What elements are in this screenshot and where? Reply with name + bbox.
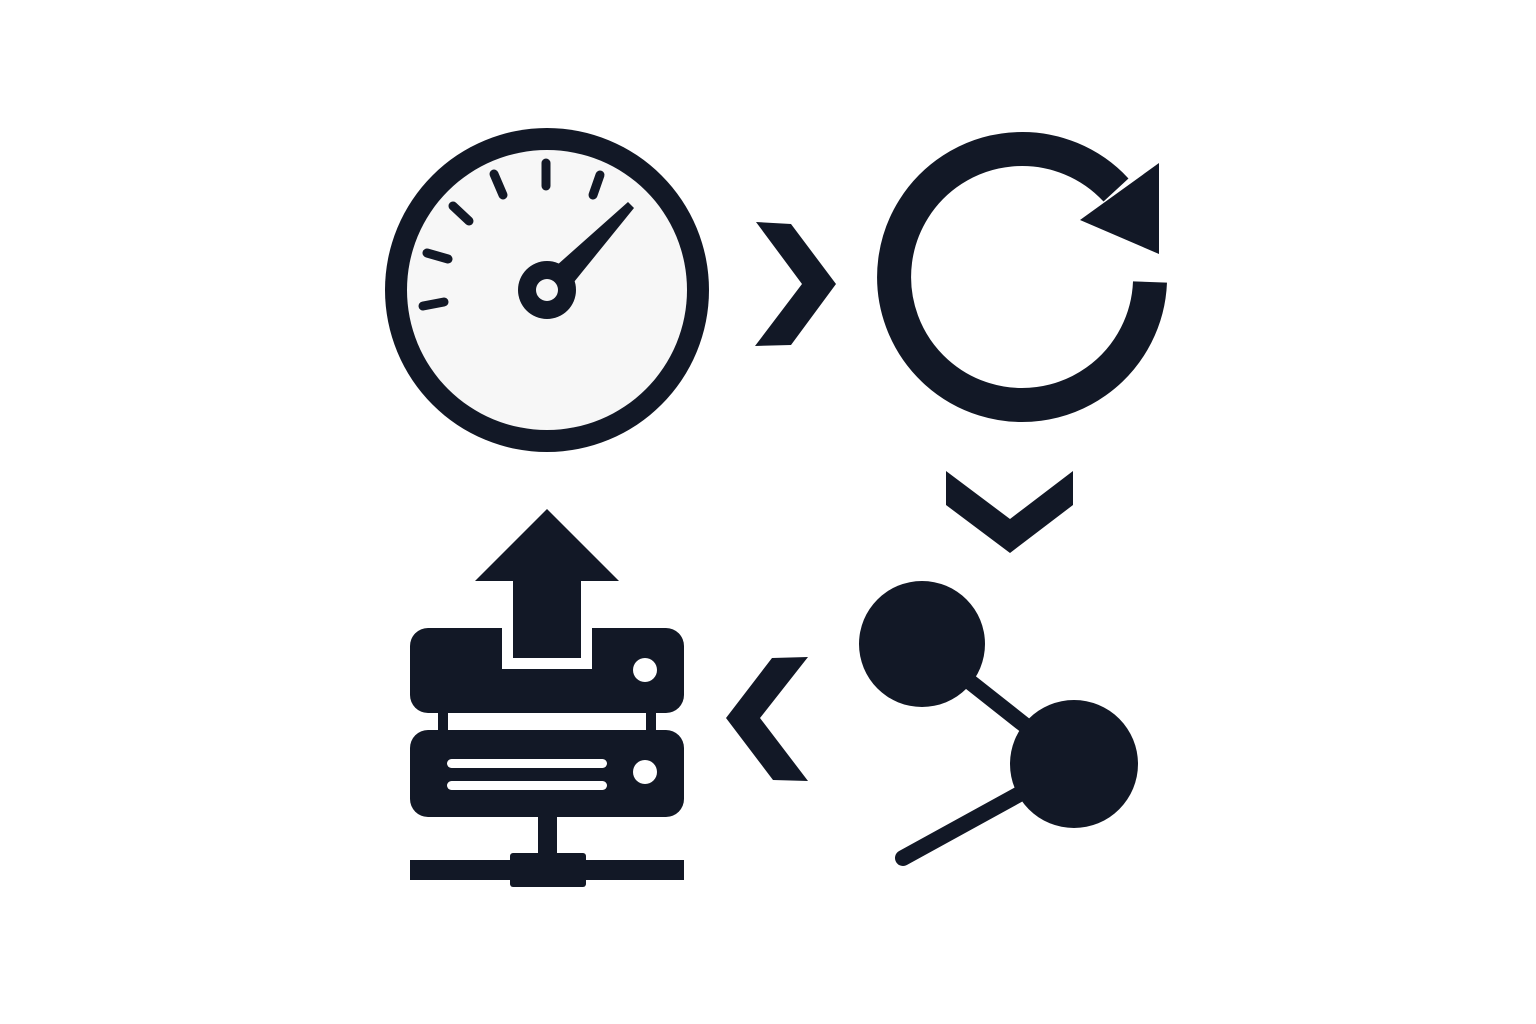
speedometer-icon xyxy=(385,128,709,452)
share-nodes-icon xyxy=(859,581,1138,866)
chevron-down-icon xyxy=(946,471,1073,553)
server-upload-icon xyxy=(410,622,684,887)
refresh-icon xyxy=(877,132,1167,422)
chevron-right-icon xyxy=(755,222,836,346)
chevron-left-icon xyxy=(726,657,808,781)
arrow-up-icon xyxy=(475,509,619,658)
